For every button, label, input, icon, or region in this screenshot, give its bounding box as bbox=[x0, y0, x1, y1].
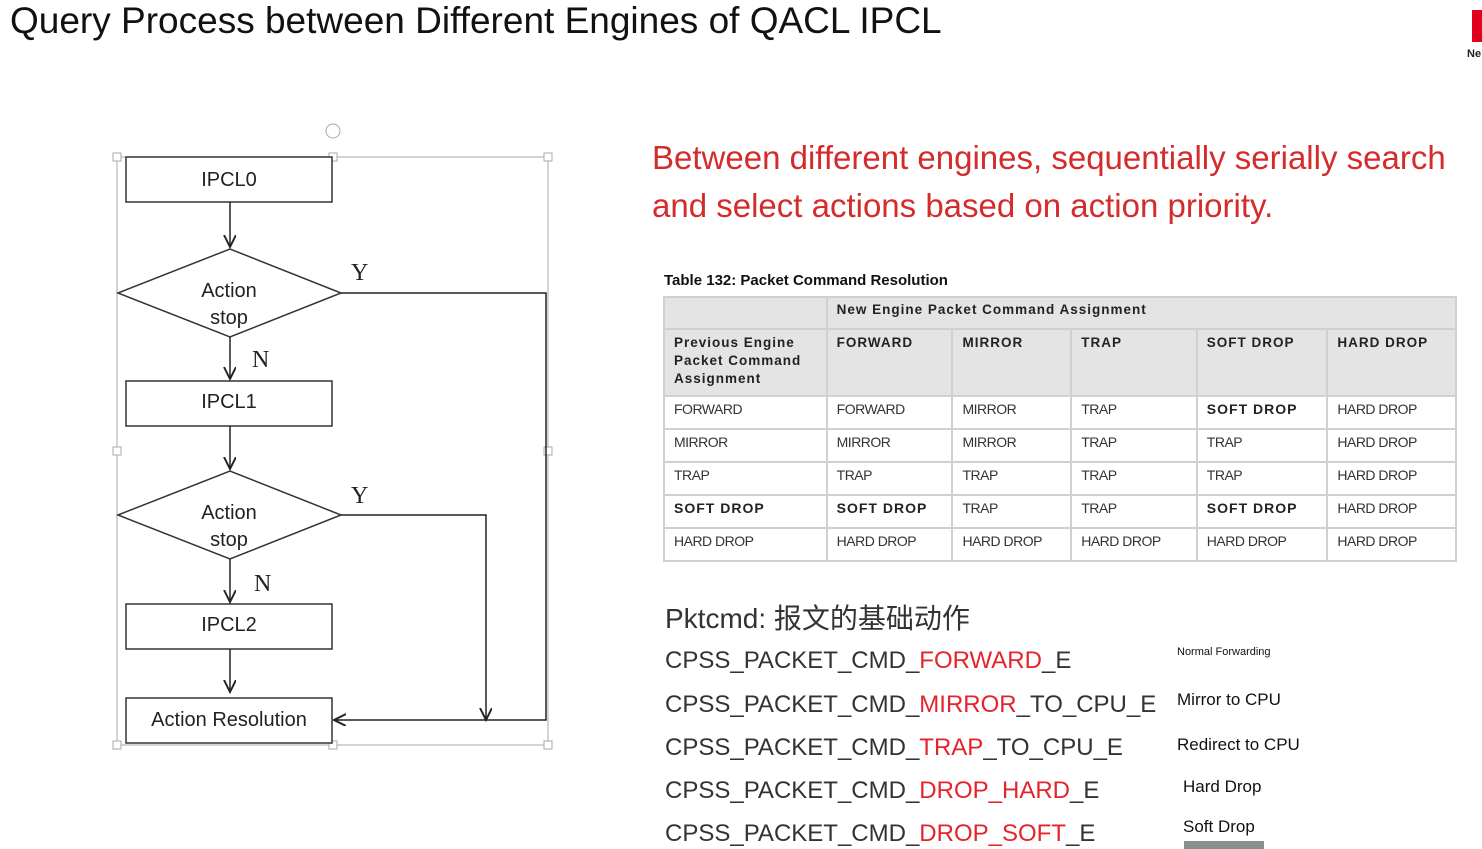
decision-1-label-2: stop bbox=[210, 307, 248, 329]
command-key: MIRROR bbox=[919, 691, 1017, 718]
selection-frame[interactable] bbox=[116, 123, 549, 746]
table-cell: HARD DROP bbox=[951, 527, 1073, 562]
column-header: FORWARD bbox=[825, 328, 954, 397]
column-header: MIRROR bbox=[951, 328, 1073, 397]
pktcmd-title: Pktcmd: 报文的基础动作 bbox=[665, 603, 970, 634]
flowchart[interactable]: IPCL0 Action stop IPCL1 Action stop IPCL… bbox=[0, 0, 600, 800]
table-cell: TRAP bbox=[1195, 428, 1329, 463]
table-cell: SOFT DROP bbox=[1195, 494, 1329, 529]
column-header: TRAP bbox=[1070, 328, 1198, 397]
corner-label: Ne bbox=[1467, 48, 1482, 60]
decision-1-label: Action bbox=[201, 280, 257, 302]
command-description: Soft Drop bbox=[1183, 817, 1255, 836]
table-cell: TRAP bbox=[1195, 461, 1329, 496]
ipcl2-label: IPCL2 bbox=[201, 614, 257, 636]
table-cell: HARD DROP bbox=[825, 527, 954, 562]
table-cell: HARD DROP bbox=[1326, 428, 1457, 463]
table-cell: HARD DROP bbox=[1326, 527, 1457, 562]
command-description: Normal Forwarding bbox=[1177, 646, 1271, 658]
command-description: Hard Drop bbox=[1183, 777, 1262, 796]
command-line: CPSS_PACKET_CMD_MIRROR_TO_CPU_E bbox=[665, 691, 1156, 719]
yes-label-1: Y bbox=[351, 260, 368, 286]
table-cell: HARD DROP bbox=[1326, 494, 1457, 529]
table-cell: TRAP bbox=[825, 461, 954, 496]
column-header: SOFT DROP bbox=[1195, 328, 1329, 397]
ipcl0-box bbox=[125, 156, 333, 203]
logo-mark bbox=[1472, 10, 1482, 42]
table-cell: TRAP bbox=[1070, 494, 1198, 529]
resolution-table: New Engine Packet Command Assignment Pre… bbox=[663, 296, 1458, 562]
resolution-label: Action Resolution bbox=[151, 709, 307, 731]
group-header: New Engine Packet Command Assignment bbox=[825, 296, 1458, 330]
command-pre: CPSS_PACKET_CMD_ bbox=[665, 734, 920, 761]
priority-note: Between different engines, sequentially … bbox=[652, 139, 1446, 224]
ipcl1-label: IPCL1 bbox=[201, 391, 257, 413]
command-key: DROP_SOFT bbox=[919, 820, 1066, 847]
command-line: CPSS_PACKET_CMD_DROP_SOFT_E bbox=[665, 820, 1095, 848]
command-pre: CPSS_PACKET_CMD_ bbox=[665, 647, 920, 674]
command-description: Redirect to CPU bbox=[1177, 735, 1300, 754]
decision-2-label: Action bbox=[201, 502, 257, 524]
command-post: _E bbox=[1041, 647, 1072, 674]
command-line: CPSS_PACKET_CMD_TRAP_TO_CPU_E bbox=[665, 734, 1123, 762]
no-label-2: N bbox=[254, 571, 271, 597]
command-key: FORWARD bbox=[919, 647, 1042, 674]
table-cell: TRAP bbox=[951, 461, 1073, 496]
yes-label-2: Y bbox=[351, 483, 368, 509]
resolution-box bbox=[125, 697, 333, 744]
command-pre: CPSS_PACKET_CMD_ bbox=[665, 691, 920, 718]
table-cell: SOFT DROP bbox=[663, 494, 828, 529]
table-cell: HARD DROP bbox=[1326, 395, 1457, 430]
command-post: _TO_CPU_E bbox=[983, 734, 1123, 761]
command-post: _TO_CPU_E bbox=[1016, 691, 1157, 718]
table-cell: FORWARD bbox=[825, 395, 954, 430]
table-cell: HARD DROP bbox=[1326, 461, 1457, 496]
table-cell: MIRROR bbox=[951, 428, 1073, 463]
table-cell: TRAP bbox=[951, 494, 1073, 529]
column-header: HARD DROP bbox=[1326, 328, 1457, 397]
table-cell: SOFT DROP bbox=[825, 494, 954, 529]
command-key: DROP_HARD bbox=[919, 777, 1070, 804]
table-cell: HARD DROP bbox=[663, 527, 828, 562]
table-caption: Table 132: Packet Command Resolution bbox=[664, 272, 948, 289]
table-cell: MIRROR bbox=[951, 395, 1073, 430]
corner-cell bbox=[663, 296, 828, 330]
command-pre: CPSS_PACKET_CMD_ bbox=[665, 820, 920, 847]
table-cell: TRAP bbox=[1070, 395, 1198, 430]
table-cell: TRAP bbox=[663, 461, 828, 496]
ipcl0-label: IPCL0 bbox=[201, 169, 257, 191]
table-cell: TRAP bbox=[1070, 461, 1198, 496]
command-line: CPSS_PACKET_CMD_DROP_HARD_E bbox=[665, 777, 1099, 805]
row-header: Previous Engine Packet Command Assignmen… bbox=[663, 328, 828, 397]
table-cell: FORWARD bbox=[663, 395, 828, 430]
table-cell: TRAP bbox=[1070, 428, 1198, 463]
decision-2-label-2: stop bbox=[210, 529, 248, 551]
no-label-1: N bbox=[252, 347, 269, 373]
command-line: CPSS_PACKET_CMD_FORWARD_E bbox=[665, 647, 1071, 675]
command-description: Mirror to CPU bbox=[1177, 690, 1281, 709]
table-cell: MIRROR bbox=[663, 428, 828, 463]
slide-title: Query Process between Different Engines … bbox=[10, 0, 942, 41]
table-cell: MIRROR bbox=[825, 428, 954, 463]
command-post: _E bbox=[1070, 777, 1100, 804]
table-cell: HARD DROP bbox=[1070, 527, 1198, 562]
table-cell: SOFT DROP bbox=[1195, 395, 1329, 430]
command-pre: CPSS_PACKET_CMD_ bbox=[665, 777, 920, 804]
command-key: TRAP bbox=[919, 734, 984, 761]
command-post: _E bbox=[1065, 820, 1096, 847]
decorative-bar bbox=[1184, 841, 1264, 849]
table-cell: HARD DROP bbox=[1195, 527, 1329, 562]
